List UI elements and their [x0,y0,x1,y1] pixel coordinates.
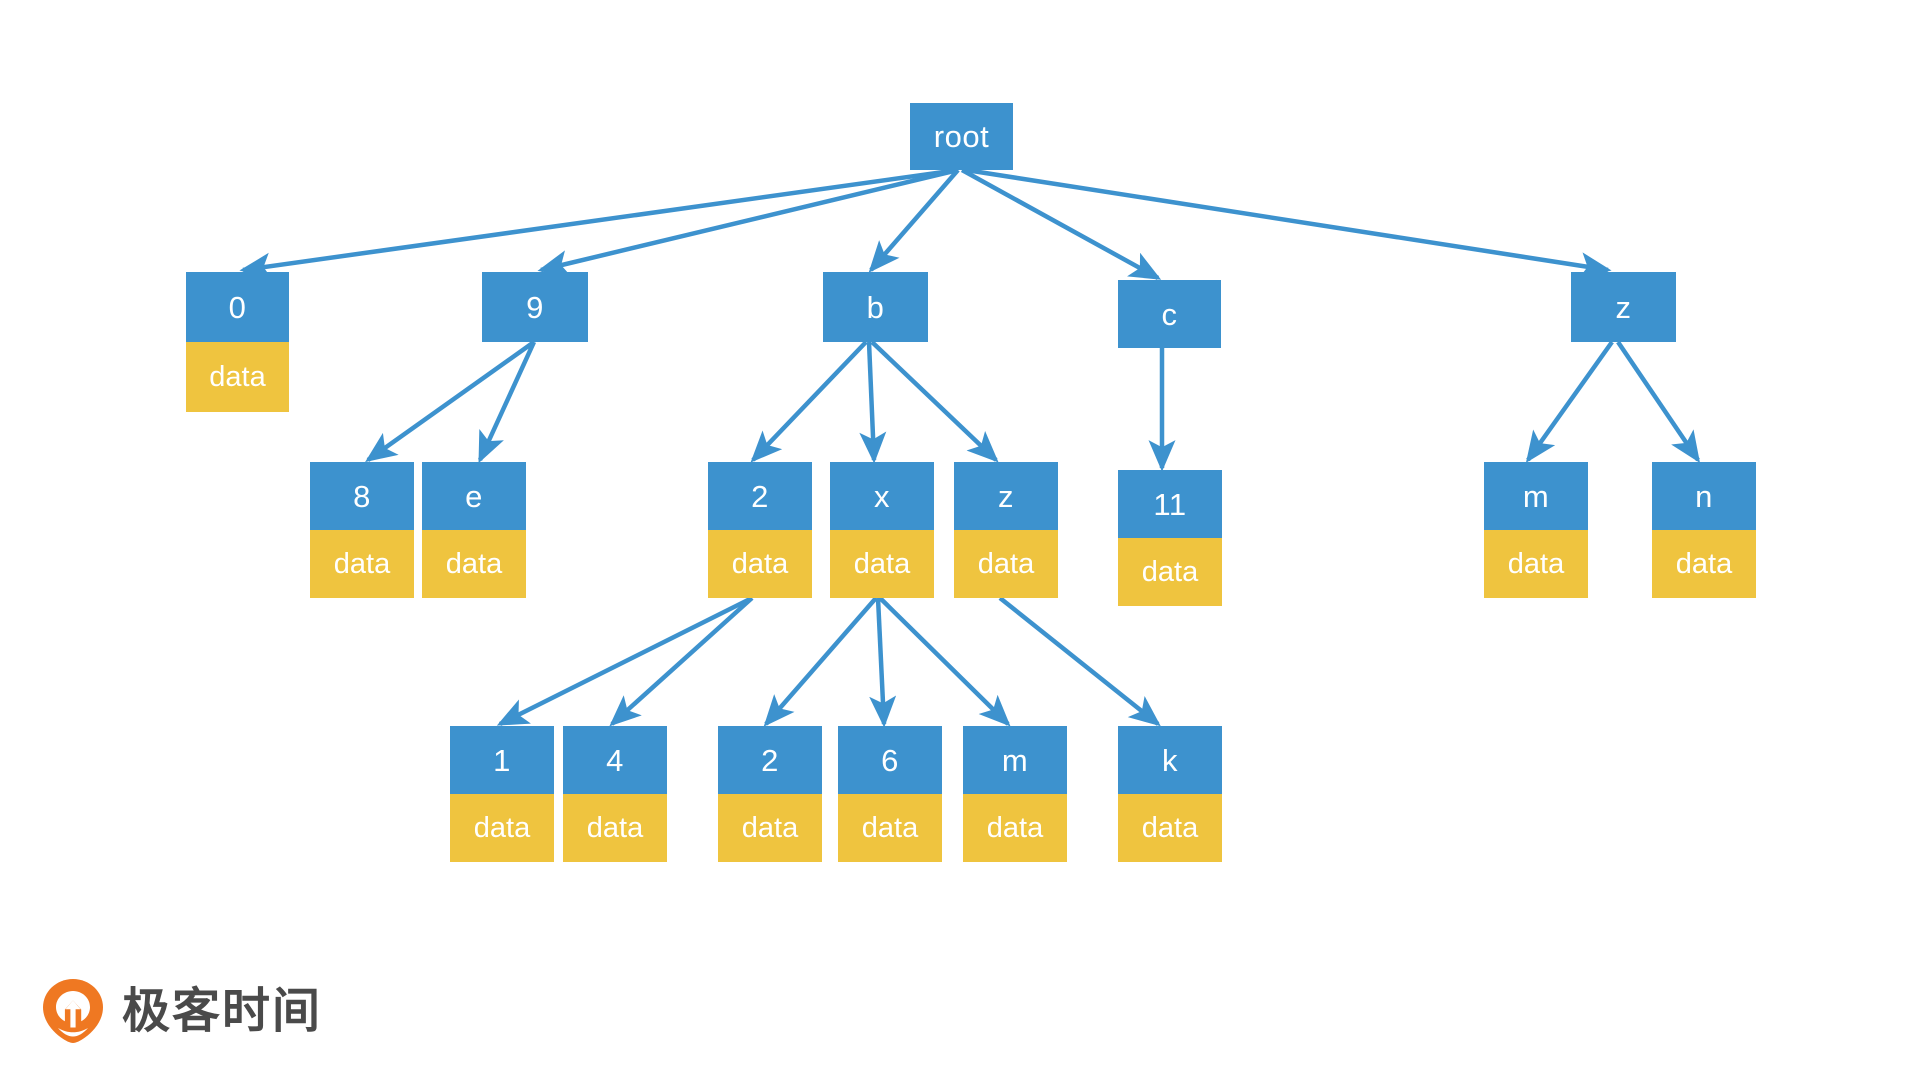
node-key-label: k [1118,726,1222,794]
node-data-box: data [963,794,1067,862]
node-key-label: 4 [563,726,667,794]
node-data-box: data [830,530,934,598]
node-data-box: data [1652,530,1756,598]
node-data-box: data [838,794,942,862]
node-key-label: b [823,272,928,342]
node-key-label: n [1652,462,1756,530]
node-data-box: data [708,530,812,598]
node-key-label: 2 [708,462,812,530]
node-key-label: 6 [838,726,942,794]
trie-node-z[interactable]: z [1571,272,1676,342]
node-key-label: 0 [186,272,289,342]
node-key-label: 8 [310,462,414,530]
node-key-label: 11 [1118,470,1222,538]
trie-node-b[interactable]: b [823,272,928,342]
node-data-box: data [563,794,667,862]
node-key-label: root [910,103,1013,170]
node-data-box: data [450,794,554,862]
node-data-box: data [1484,530,1588,598]
node-key-label: m [1484,462,1588,530]
node-data-box: data [718,794,822,862]
node-data-box: data [1118,794,1222,862]
node-key-label: 2 [718,726,822,794]
node-data-box: data [310,530,414,598]
brand-logo: 极客时间 [42,978,322,1044]
node-data-box: data [422,530,526,598]
node-key-label: e [422,462,526,530]
brand-name: 极客时间 [122,983,323,1039]
node-key-label: x [830,462,934,530]
node-key-label: z [954,462,1058,530]
node-key-label: z [1571,272,1676,342]
trie-node-root[interactable]: root [910,103,1013,170]
node-data-box: data [1118,538,1222,606]
trie-node-9[interactable]: 9 [482,272,588,342]
node-key-label: c [1118,280,1221,348]
node-data-box: data [954,530,1058,598]
trie-node-c[interactable]: c [1118,280,1221,348]
node-key-label: m [963,726,1067,794]
node-key-label: 1 [450,726,554,794]
geektime-pin-icon [43,979,103,1043]
node-data-box: data [186,342,289,412]
node-key-label: 9 [482,272,588,342]
